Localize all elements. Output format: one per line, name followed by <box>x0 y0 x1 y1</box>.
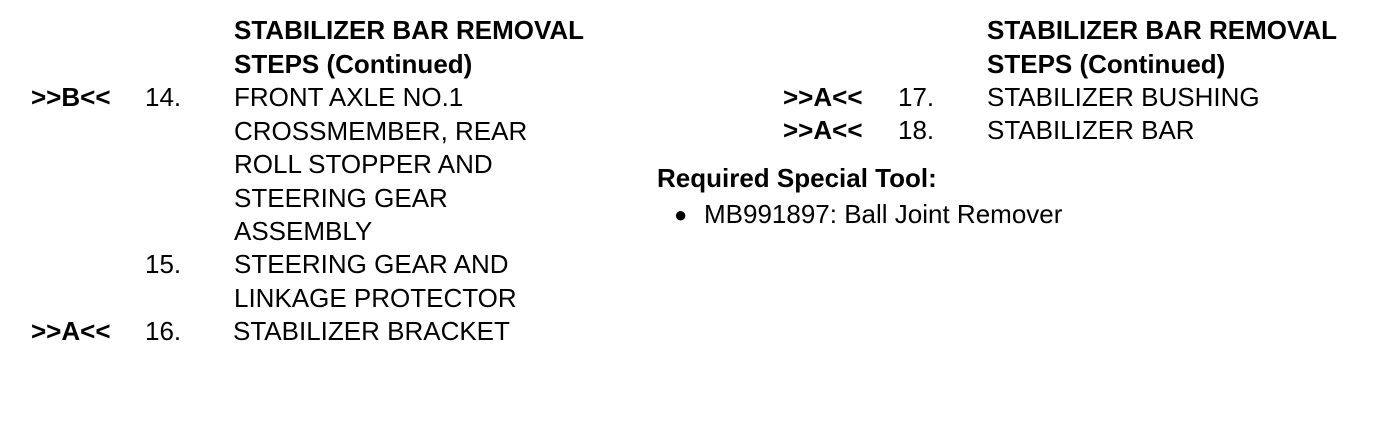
step-17-marker: >>A<< <box>783 82 863 112</box>
required-special-tool-heading: Required Special Tool: <box>657 163 937 193</box>
right-heading-line-2: STEPS (Continued) <box>987 48 1226 79</box>
step-15-text: STEERING GEAR AND LINKAGE PROTECTOR <box>234 248 517 315</box>
step-18: >>A<< 18. STABILIZER BAR <box>640 114 1392 150</box>
special-tool-item: ● MB991897: Ball Joint Remover <box>674 198 1062 232</box>
step-18-line-1: STABILIZER BAR <box>987 115 1195 145</box>
step-17-line-1: STABILIZER BUSHING <box>987 82 1260 112</box>
step-17: >>A<< 17. STABILIZER BUSHING <box>640 81 1392 117</box>
step-16-marker: >>A<< <box>31 316 111 346</box>
step-14-marker: >>B<< <box>31 82 111 112</box>
step-14-text: FRONT AXLE NO.1 CROSSMEMBER, REAR ROLL S… <box>234 81 527 249</box>
step-15-line-2: LINKAGE PROTECTOR <box>234 282 517 313</box>
step-14-line-1: FRONT AXLE NO.1 <box>234 82 464 112</box>
step-14: >>B<< 14. FRONT AXLE NO.1 CROSSMEMBER, R… <box>0 81 640 251</box>
step-18-marker: >>A<< <box>783 115 863 145</box>
right-procedure-column: STABILIZER BAR REMOVAL STEPS (Continued)… <box>640 14 1392 254</box>
step-15-line-1: STEERING GEAR AND <box>234 249 509 279</box>
step-15: 15. STEERING GEAR AND LINKAGE PROTECTOR <box>0 248 640 318</box>
step-15-number: 15. <box>145 249 182 279</box>
step-16-line-1: STABILIZER BRACKET <box>233 316 510 346</box>
left-section-heading: STABILIZER BAR REMOVAL STEPS (Continued) <box>234 14 584 81</box>
step-14-line-3: ROLL STOPPER AND <box>234 149 493 179</box>
step-16-text: STABILIZER BRACKET <box>233 315 510 349</box>
right-section-heading: STABILIZER BAR REMOVAL STEPS (Continued) <box>987 14 1337 81</box>
step-14-line-4: STEERING GEAR <box>234 182 448 213</box>
step-18-text: STABILIZER BAR <box>987 114 1195 148</box>
right-heading-line-1: STABILIZER BAR REMOVAL <box>987 15 1338 45</box>
bullet-icon: ● <box>674 202 688 227</box>
left-procedure-column: STABILIZER BAR REMOVAL STEPS (Continued)… <box>0 14 640 354</box>
left-heading-line-2: STEPS (Continued) <box>234 48 473 79</box>
left-heading-line-1: STABILIZER BAR REMOVAL <box>234 15 585 45</box>
step-16: >>A<< 16. STABILIZER BRACKET <box>0 315 640 351</box>
special-tool-text: MB991897: Ball Joint Remover <box>704 199 1063 229</box>
step-17-text: STABILIZER BUSHING <box>987 81 1260 115</box>
step-18-number: 18. <box>898 115 935 145</box>
step-14-line-2: CROSSMEMBER, REAR <box>234 115 528 146</box>
step-16-number: 16. <box>145 316 182 346</box>
step-14-line-5: ASSEMBLY <box>234 216 373 246</box>
special-tool-list: ● MB991897: Ball Joint Remover <box>674 198 1062 232</box>
step-14-number: 14. <box>145 82 182 112</box>
step-17-number: 17. <box>898 82 935 112</box>
